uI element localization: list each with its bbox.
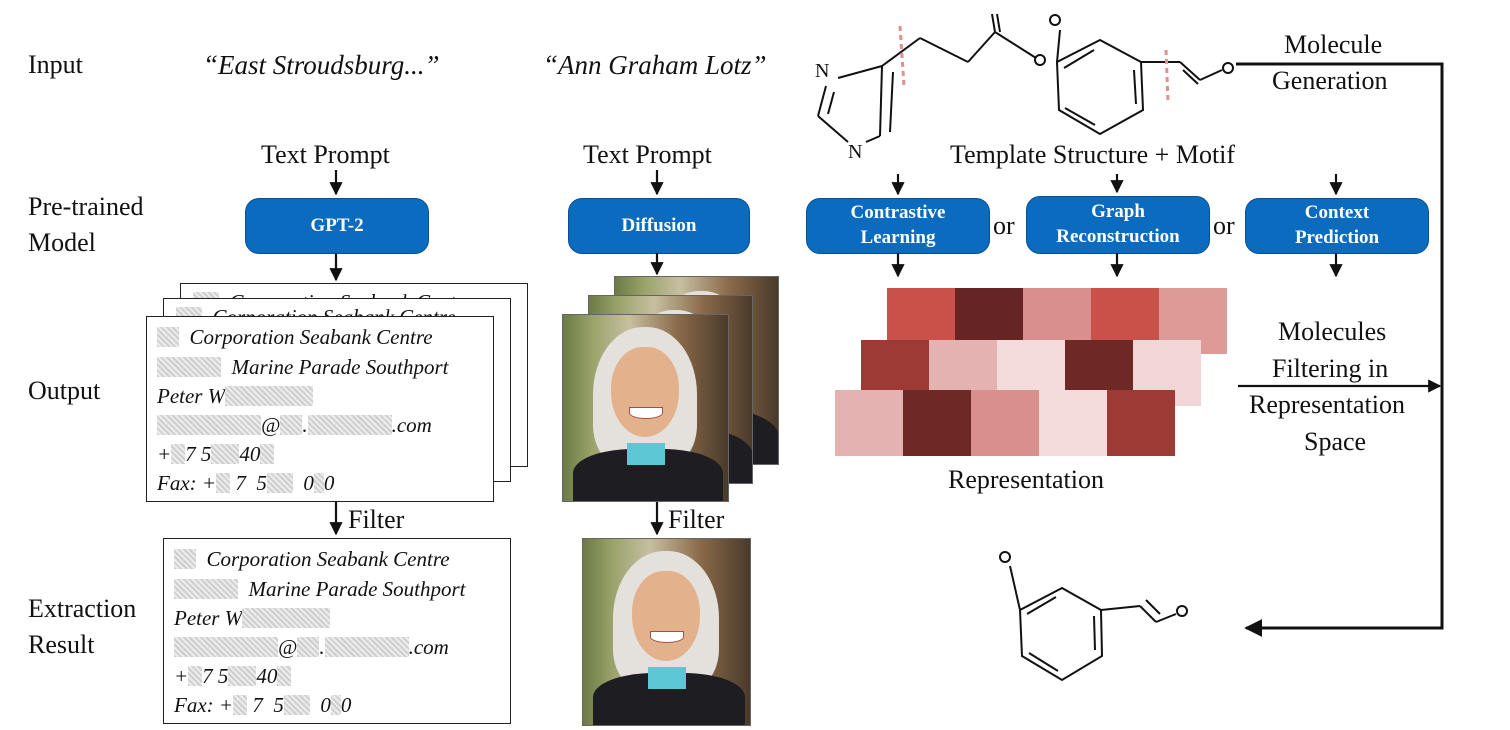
extract-line-fax: Fax: + bbox=[174, 693, 234, 717]
filtering-label-2: Filtering in bbox=[1272, 354, 1389, 383]
diffusion-model-box: Diffusion bbox=[568, 198, 750, 254]
filtered-portrait bbox=[582, 538, 751, 726]
heatmap-cell bbox=[1107, 390, 1175, 456]
card-line-phone: 7 5 bbox=[185, 442, 212, 466]
row-label-model: Model bbox=[28, 228, 96, 257]
heatmap-cell bbox=[1039, 390, 1107, 456]
card-line-fax: Fax: + bbox=[157, 471, 217, 495]
atom-n-bottom: N bbox=[848, 141, 862, 163]
molecule-generation-label-2: Generation bbox=[1272, 66, 1388, 95]
extract-line-name: Peter W bbox=[174, 606, 243, 630]
heatmap-cell bbox=[971, 390, 1039, 456]
representation-label: Representation bbox=[948, 465, 1104, 494]
card-line-address: Marine Parade Southport bbox=[231, 355, 449, 379]
text-filter-label: Filter bbox=[348, 505, 405, 534]
row-label-extraction: Extraction bbox=[28, 594, 137, 623]
row-label-pretrained: Pre-trained bbox=[28, 192, 144, 221]
row-label-result: Result bbox=[28, 630, 95, 659]
text-input-quote: “East Stroudsburg...” bbox=[203, 50, 440, 80]
cut-line-1 bbox=[898, 25, 906, 87]
or-label-2: or bbox=[1213, 211, 1235, 240]
card-line-company: Corporation Seabank Centre bbox=[189, 325, 433, 349]
extract-line-phone: 7 5 bbox=[202, 664, 229, 688]
extraction-card: Corporation Seabank Centre Marine Parade… bbox=[163, 538, 511, 724]
image-input-quote: “Ann Graham Lotz” bbox=[543, 50, 767, 80]
benzene-template-molecule bbox=[1049, 14, 1234, 136]
image-prompt-label: Text Prompt bbox=[583, 140, 712, 169]
extract-line-company: Corporation Seabank Centre bbox=[206, 547, 450, 571]
text-prompt-label: Text Prompt bbox=[261, 140, 390, 169]
or-label-1: or bbox=[993, 211, 1015, 240]
card-line-com: .com bbox=[391, 413, 432, 437]
template-structure-label: Template Structure + Motif bbox=[950, 140, 1236, 169]
row-label-output: Output bbox=[28, 376, 101, 405]
arrow-generation-loop bbox=[1236, 62, 1444, 637]
generated-portrait-front bbox=[562, 314, 729, 502]
card-line-at: @ bbox=[261, 413, 281, 437]
filtering-label-4: Space bbox=[1304, 427, 1367, 456]
extract-line-address: Marine Parade Southport bbox=[248, 577, 466, 601]
filtering-label-1: Molecules bbox=[1278, 317, 1387, 346]
molecule-generation-label-1: Molecule bbox=[1284, 30, 1383, 59]
heatmap-cell bbox=[835, 390, 903, 456]
image-filter-label: Filter bbox=[668, 505, 725, 534]
filtering-label-3: Representation bbox=[1249, 390, 1405, 419]
atom-n-top: N bbox=[815, 60, 829, 82]
extract-line-com: .com bbox=[408, 635, 449, 659]
row-label-input: Input bbox=[28, 50, 83, 79]
cut-line-2 bbox=[1164, 49, 1170, 103]
output-card-front: Corporation Seabank Centre Marine Parade… bbox=[146, 316, 494, 502]
imidazole-template-molecule bbox=[817, 13, 1046, 143]
gpt2-model-box: GPT-2 bbox=[245, 198, 429, 254]
generated-molecule bbox=[999, 551, 1188, 682]
card-line-name: Peter W bbox=[157, 384, 226, 408]
heatmap-cell bbox=[903, 390, 971, 456]
